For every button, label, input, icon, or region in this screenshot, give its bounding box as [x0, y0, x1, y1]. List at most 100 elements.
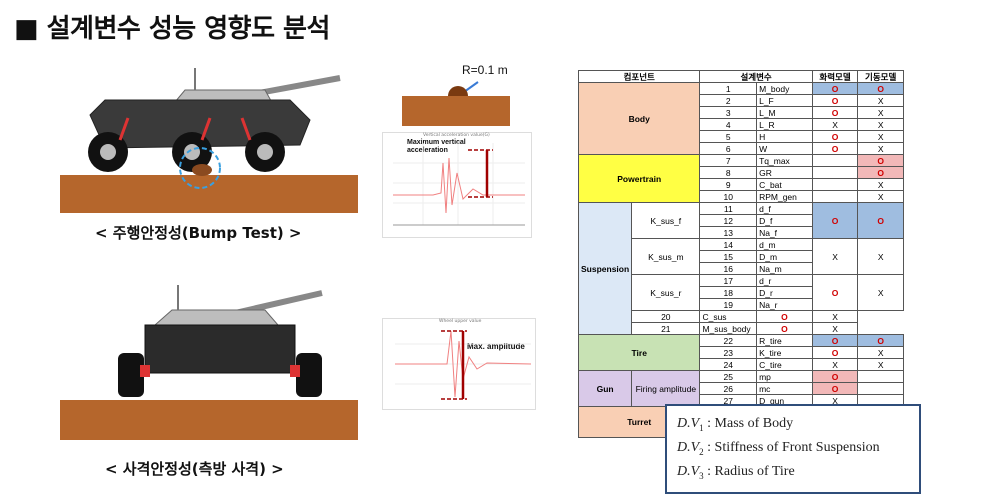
var-name: D_m — [756, 250, 813, 263]
mobility-model-mark: X — [811, 322, 859, 335]
chart1-grid — [393, 143, 525, 225]
mobility-model-mark: X — [857, 142, 904, 155]
var-number: 20 — [631, 310, 701, 323]
var-number: 22 — [699, 334, 758, 347]
var-name: W — [756, 142, 813, 155]
suspension-springs — [118, 117, 252, 141]
radius-arrow — [463, 81, 479, 93]
var-name: L_M — [756, 106, 813, 119]
var-name: L_R — [756, 118, 813, 131]
side-firing-illustration — [60, 285, 358, 440]
chart2-plot — [395, 330, 532, 400]
var-name: L_F — [756, 94, 813, 107]
mobility-model-mark: X — [857, 190, 904, 203]
header-fire-model: 화력모델 — [811, 70, 859, 83]
mobility-model-mark — [857, 370, 904, 383]
var-number: 13 — [699, 226, 758, 239]
var-number: 18 — [699, 286, 758, 299]
fire-model-mark: X — [811, 358, 859, 371]
fire-model-mark: O — [811, 94, 859, 107]
subgroup-ksusm: K_sus_m — [631, 238, 701, 275]
var-number: 21 — [631, 322, 701, 335]
bump-highlight-circle — [179, 147, 221, 189]
var-name: Na_f — [756, 226, 813, 239]
var-name: M_sus_body — [699, 322, 758, 335]
fire-model-mark — [811, 166, 859, 179]
ground-block — [60, 400, 358, 440]
component-tire: Tire — [578, 334, 701, 371]
fire-model-mark: O — [811, 370, 859, 383]
side-firing-caption: < 사격안정성(측방 사격) > — [105, 460, 284, 478]
mobility-model-mark: X — [857, 178, 904, 191]
fire-model-mark: O — [811, 106, 859, 119]
legend-item-3: D.V3 : Radius of Tire — [677, 464, 795, 481]
header-mobility-model: 기동모델 — [857, 70, 904, 83]
fire-model-mark: O — [811, 334, 859, 347]
mobility-model-mark: X — [857, 238, 904, 275]
var-name: Na_m — [756, 262, 813, 275]
subgroup-ksusr: K_sus_r — [631, 274, 701, 311]
vehicle-body — [144, 324, 296, 374]
component-suspension: Suspension — [578, 202, 633, 335]
var-number: 16 — [699, 262, 758, 275]
fire-model-mark: O — [811, 382, 859, 395]
mobility-model-mark: X — [811, 310, 859, 323]
design-variable-legend: D.V1 : Mass of Body D.V2 : Stiffness of … — [665, 404, 921, 494]
mobility-model-mark: O — [857, 202, 904, 239]
header-component: 컴포넌트 — [578, 70, 701, 83]
mobility-model-mark: X — [857, 94, 904, 107]
road-surface — [402, 96, 510, 126]
var-name: C_tire — [756, 358, 813, 371]
var-name: d_r — [756, 274, 813, 287]
component-body: Body — [578, 82, 701, 155]
var-name: C_sus — [699, 310, 758, 323]
var-number: 23 — [699, 346, 758, 359]
var-name: M_body — [756, 82, 813, 95]
var-number: 19 — [699, 298, 758, 311]
fire-model-mark: O — [811, 202, 859, 239]
fire-model-mark — [811, 190, 859, 203]
mobility-model-mark: X — [857, 274, 904, 311]
var-name: K_tire — [756, 346, 813, 359]
var-name: Na_r — [756, 298, 813, 311]
amplitude-chart: Wheel upper value Max. amplitude — [382, 318, 536, 410]
fire-model-mark: O — [811, 130, 859, 143]
chart1-title: Vertical acceleration value(G) — [423, 133, 490, 138]
chart1-plot — [393, 143, 525, 226]
fire-model-mark: O — [756, 322, 813, 335]
component-gun: Gun — [578, 370, 633, 407]
chart1-series-line — [393, 157, 525, 214]
var-number: 2 — [699, 94, 758, 107]
chart2-series-line — [395, 330, 532, 398]
mobility-model-mark: O — [857, 154, 904, 167]
bump-shape — [448, 86, 468, 96]
bump-detail-illustration — [402, 81, 510, 126]
mobility-model-mark: X — [857, 106, 904, 119]
fire-model-mark: X — [811, 238, 859, 275]
var-number: 14 — [699, 238, 758, 251]
fire-model-mark: O — [811, 346, 859, 359]
turret — [153, 309, 280, 326]
var-number: 12 — [699, 214, 758, 227]
mobility-model-mark: O — [857, 82, 904, 95]
var-name: Tq_max — [756, 154, 813, 167]
chart2-title: Wheel upper value — [439, 319, 482, 324]
var-number: 25 — [699, 370, 758, 383]
var-name: H — [756, 130, 813, 143]
var-number: 15 — [699, 250, 758, 263]
wheels — [88, 132, 285, 172]
vertical-acceleration-chart: Vertical acceleration value(G) Maximum v… — [382, 132, 532, 238]
var-name: d_f — [756, 202, 813, 215]
mobility-model-mark: X — [857, 130, 904, 143]
var-name: R_tire — [756, 334, 813, 347]
fire-model-mark: O — [811, 82, 859, 95]
